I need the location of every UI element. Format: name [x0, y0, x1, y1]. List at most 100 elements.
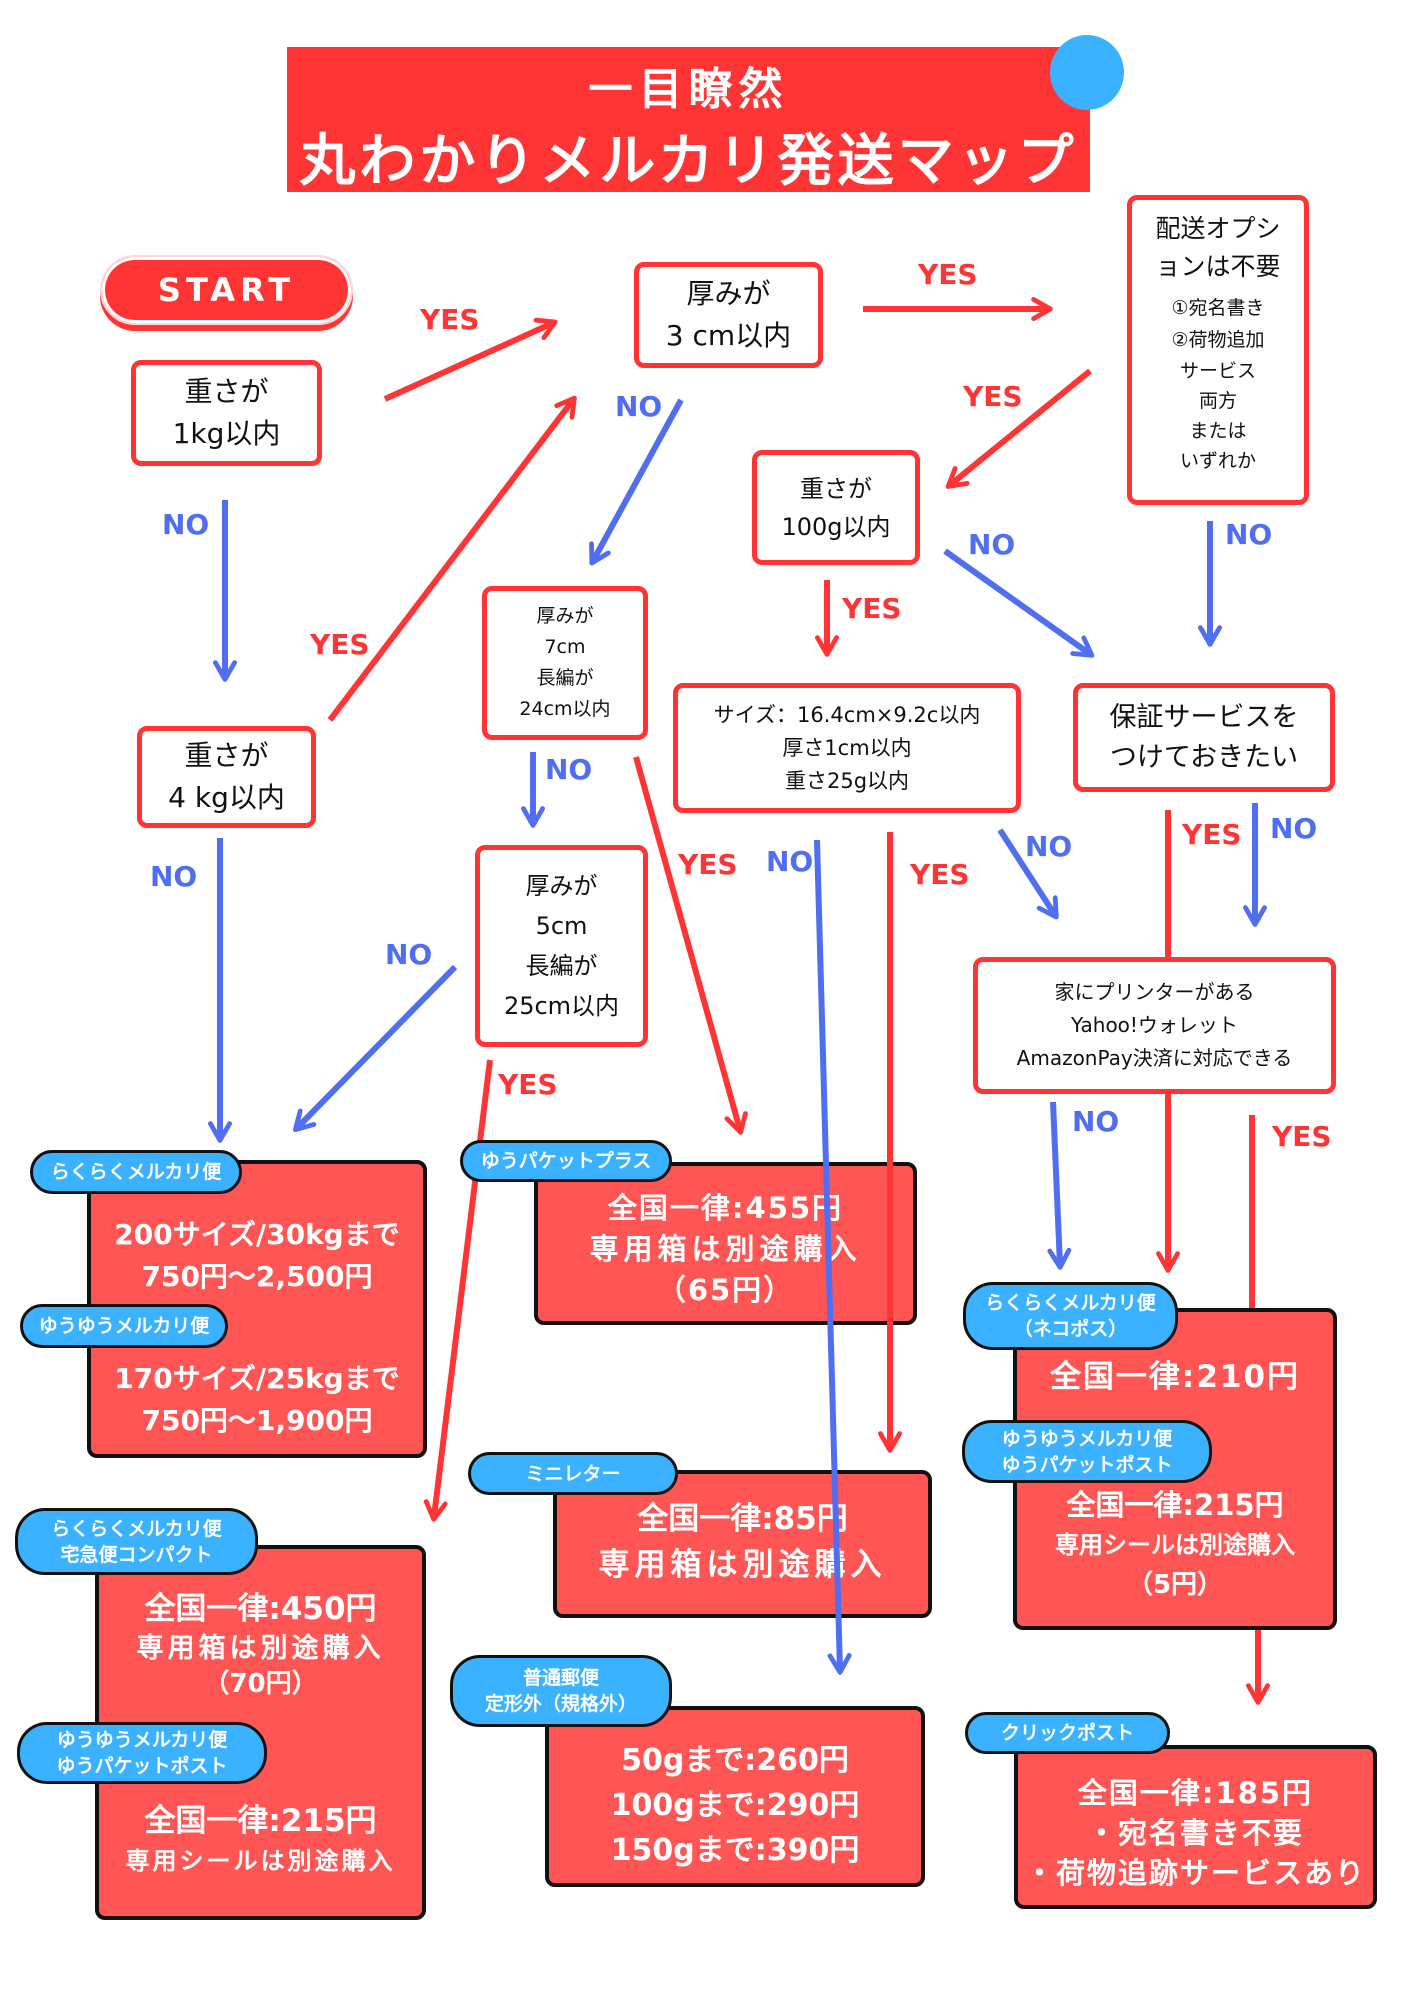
label-no: NO — [766, 845, 814, 878]
q-detail: 両方 — [1198, 390, 1237, 412]
q-line: 1kg以内 — [172, 417, 281, 450]
label-no: NO — [1225, 518, 1273, 551]
q-line: 7cm — [544, 636, 586, 658]
question-size-check: サイズ：16.4cm×9.2c以内 厚さ1cm以内 重さ25g以内 — [673, 683, 1021, 813]
q-detail: ②荷物追加 — [1171, 329, 1265, 351]
result-line: 全国一律:215円 — [1066, 1488, 1284, 1522]
q-detail: サービス — [1179, 360, 1256, 382]
title-main: 丸わかりメルカリ発送マップ — [299, 129, 1078, 194]
label-yes: YES — [310, 628, 370, 661]
result-line: 全国一律:450円 — [144, 1591, 377, 1627]
q-line: つけておきたい — [1109, 741, 1299, 773]
question-thickness-7cm: 厚みが 7cm 長編が 24cm以内 — [482, 586, 648, 740]
q-detail: いずれか — [1179, 450, 1256, 472]
result-line: 全国一律:210円 — [1049, 1359, 1301, 1395]
label-no: NO — [968, 528, 1016, 561]
result-line: 専用箱は別途購入 — [598, 1547, 887, 1583]
label-no: NO — [150, 860, 198, 893]
label-yes: YES — [963, 380, 1023, 413]
q-line: 保証サービスを — [1109, 701, 1299, 733]
q-line: 重さが — [184, 739, 269, 772]
result-line: 専用シールは別途購入 — [1055, 1531, 1295, 1559]
label-yes: YES — [498, 1068, 558, 1101]
badge-teikeigai: 普通郵便 定形外（規格外） — [450, 1655, 672, 1727]
result-line: 専用シールは別途購入 — [125, 1847, 396, 1875]
badge-rakuraku-compact: らくらくメルカリ便 宅急便コンパクト — [15, 1508, 258, 1575]
result-line: 専用箱は別途購入 — [136, 1633, 385, 1664]
result-line: 750円～1,900円 — [141, 1404, 373, 1437]
q-line: 厚みが — [525, 872, 598, 900]
title-subtitle: 一目瞭然 — [588, 64, 789, 115]
badge-rakuraku-mercari: らくらくメルカリ便 — [30, 1150, 242, 1194]
label-yes: YES — [842, 592, 902, 625]
decorative-circle — [1050, 35, 1124, 110]
result-line: （5円） — [1126, 1570, 1224, 1600]
result-line: 全国一律:85円 — [637, 1501, 848, 1537]
badge-yuyu-mercari: ゆうゆうメルカリ便 — [20, 1304, 228, 1348]
question-thickness-3cm: 厚みが 3 cm以内 — [634, 262, 823, 368]
arrow-printer-no — [1047, 1101, 1072, 1270]
q-line: 25cm以内 — [503, 992, 620, 1020]
q-detail: または — [1189, 420, 1247, 442]
q-line: 厚みが — [686, 277, 771, 310]
badge-clickpost: クリックポスト — [965, 1712, 1170, 1754]
label-yes: YES — [1182, 818, 1242, 851]
title-banner: 一目瞭然 丸わかりメルカリ発送マップ — [287, 47, 1090, 194]
result-line: 200サイズ/30kgまで — [114, 1218, 400, 1251]
label-no: NO — [1025, 830, 1073, 863]
question-no-options: 配送オプシ ョンは不要 ①宛名書き ②荷物追加 サービス 両方 または いずれか — [1127, 195, 1309, 505]
q-line: Yahoo!ウォレット — [1071, 1013, 1238, 1037]
badge-mini-letter: ミニレター — [468, 1452, 678, 1495]
badge-yuyu-yupacket-post: ゆうゆうメルカリ便 ゆうパケットポスト — [17, 1722, 267, 1784]
label-yes: YES — [1272, 1120, 1332, 1153]
q-line: 24cm以内 — [519, 698, 611, 720]
result-line: 専用箱は別途購入 — [589, 1232, 862, 1266]
question-thickness-5cm: 厚みが 5cm 長編が 25cm以内 — [475, 845, 648, 1047]
result-line: （65円） — [656, 1273, 795, 1307]
label-no: NO — [385, 938, 433, 971]
label-yes: YES — [420, 303, 480, 336]
arrow-5cm-yes — [423, 1059, 493, 1522]
question-printer: 家にプリンターがある Yahoo!ウォレット AmazonPay決済に対応できる — [973, 957, 1336, 1094]
label-no: NO — [162, 508, 210, 541]
q-line: サイズ：16.4cm×9.2c以内 — [713, 702, 981, 727]
question-guarantee: 保証サービスを つけておきたい — [1073, 683, 1335, 792]
label-no: NO — [615, 390, 663, 423]
result-clickpost: 全国一律:185円 ・宛名書き不要 ・荷物追跡サービスあり — [1014, 1745, 1377, 1909]
arrow-3cm-no — [589, 398, 684, 566]
result-line: 100gまで:290円 — [610, 1788, 860, 1823]
q-line: AmazonPay決済に対応できる — [1016, 1046, 1293, 1070]
question-weight-4kg: 重さが 4 kg以内 — [137, 726, 316, 828]
q-line: 家にプリンターがある — [1054, 980, 1255, 1004]
badge-yuyu-yupacket-post: ゆうゆうメルカリ便 ゆうパケットポスト — [962, 1420, 1212, 1483]
result-line: ・宛名書き不要 — [1086, 1816, 1304, 1850]
result-line: （70円） — [203, 1669, 318, 1699]
result-line: 全国一律:185円 — [1077, 1776, 1314, 1810]
q-line: 長編が — [536, 667, 594, 689]
question-weight-100g: 重さが 100g以内 — [752, 450, 920, 565]
result-line: ・荷物追跡サービスあり — [1024, 1856, 1366, 1890]
q-line: 3 cm以内 — [665, 319, 792, 352]
q-line: 重さが — [800, 474, 872, 503]
start-button: START — [100, 255, 353, 325]
result-line: 170サイズ/25kgまで — [114, 1362, 400, 1395]
q-line: 5cm — [535, 912, 588, 940]
label-no: NO — [1270, 812, 1318, 845]
q-line: 厚みが — [536, 605, 594, 627]
label-yes: YES — [918, 258, 978, 291]
result-line: 150gまで:390円 — [610, 1833, 860, 1868]
label-yes: YES — [910, 858, 970, 891]
q-line: 厚さ1cm以内 — [782, 735, 912, 760]
label-no: NO — [1072, 1105, 1120, 1138]
result-line: 全国一律:455円 — [607, 1191, 844, 1225]
q-line: 重さ25g以内 — [784, 768, 910, 793]
question-weight-1kg: 重さが 1kg以内 — [131, 360, 322, 466]
label-yes: YES — [678, 848, 738, 881]
result-nekopos: 全国一律:210円 全国一律:215円 専用シールは別途購入 （5円） — [1013, 1308, 1337, 1630]
arrow-100g-no — [943, 548, 1095, 658]
q-line: 4 kg以内 — [168, 781, 285, 814]
result-yupacket-plus: 全国一律:455円 専用箱は別途購入 （65円） — [534, 1162, 917, 1325]
q-line: 100g以内 — [781, 512, 891, 541]
q-line: ョンは不要 — [1155, 252, 1281, 281]
label-no: NO — [545, 753, 593, 786]
